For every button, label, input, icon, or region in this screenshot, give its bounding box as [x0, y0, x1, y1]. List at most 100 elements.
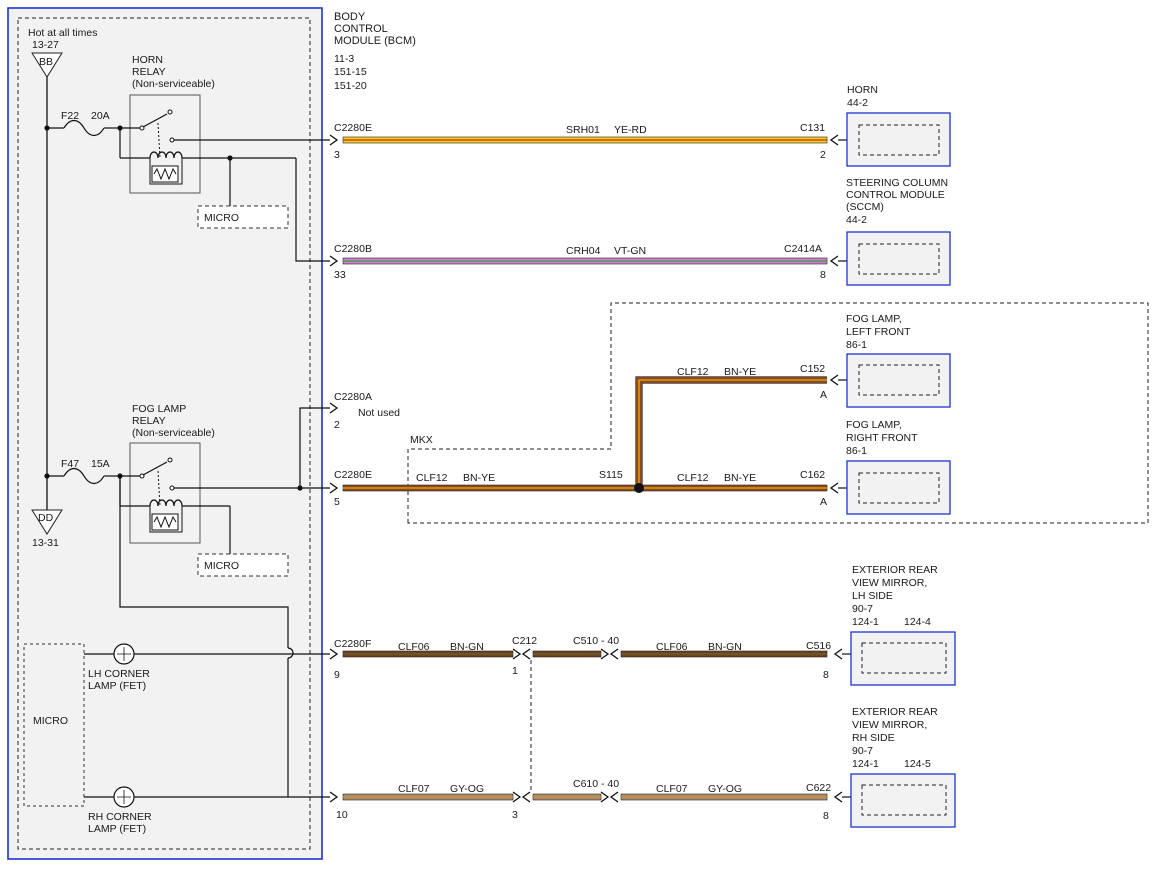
lh-mirror-bcm-pin: 9 [334, 669, 340, 681]
fog-rf-component-inner [858, 472, 940, 504]
horn-bcm-connector: C2280E [334, 122, 372, 134]
lh-mirror-wire-color: BN-GN [450, 641, 484, 653]
connector-arrow [329, 791, 339, 803]
sccm-ref: 44-2 [846, 214, 867, 226]
connector-arrow [329, 482, 339, 494]
splice-s115-dot [634, 483, 644, 493]
rh-mirror-circuit: CLF07 [398, 783, 430, 795]
fog-bcm-pin: 5 [334, 496, 340, 508]
fog-rf-title-2: RIGHT FRONT [846, 432, 918, 444]
lh-mirror-title-1: EXTERIOR REAR [852, 564, 938, 576]
fog-relay-switch-blade [142, 461, 168, 476]
horn-dest-connector: C131 [800, 122, 825, 134]
bottom-bus-ref: 13-31 [32, 537, 59, 549]
corner-lamp-feed-wire [119, 476, 289, 648]
horn-relay-box [129, 94, 201, 194]
fog-main-wire-color: BN-YE [463, 472, 495, 484]
rh-lamp-label-2: LAMP (FET) [88, 823, 146, 835]
lh-mirror-title-2: VIEW MIRROR, [852, 577, 927, 589]
connector-arrow [829, 374, 839, 386]
connector-arrow [521, 648, 531, 660]
bus-dd-triangle [31, 509, 63, 535]
connector-arrow [833, 791, 843, 803]
lh-mirror-wire-color2: BN-GN [708, 641, 742, 653]
connector-arrow [521, 791, 531, 803]
module-title-3: MODULE (BCM) [334, 35, 416, 47]
hot-at-all-times-label: Hot at all times [28, 27, 97, 39]
not-used-connector: C2280A [334, 391, 372, 403]
fuse-f22-rating: 20A [91, 110, 110, 122]
junction-dot [169, 137, 175, 143]
sccm-dest-connector: C2414A [784, 243, 822, 255]
fog-bcm-connector: C2280E [334, 469, 372, 481]
fog-relay-title-2: RELAY [132, 415, 166, 427]
lh-mirror-dest-pin: 8 [823, 669, 829, 681]
bcm-module-inner-border [17, 17, 311, 850]
horn-relay-resistor-zigzag [153, 167, 177, 181]
fog-main-circuit: CLF12 [416, 472, 448, 484]
fog-lf-component [846, 353, 951, 408]
sccm-title-3: (SCCM) [846, 201, 884, 213]
fog-rf-circuit: CLF12 [677, 472, 709, 484]
junction-dot [169, 485, 175, 491]
sccm-title-1: STEERING COLUMN [846, 177, 948, 189]
lh-mirror-circuit: CLF06 [398, 641, 430, 653]
bus-bb-label: BB [39, 56, 53, 68]
lh-mirror-circuit2: CLF06 [656, 641, 688, 653]
fog-lf-circuit: CLF12 [677, 366, 709, 378]
rh-mirror-dest-pin: 8 [823, 810, 829, 822]
not-used-wire [299, 407, 330, 488]
sccm-circuit: CRH04 [566, 245, 601, 257]
lh-corner-lamp-filament [117, 647, 131, 661]
horn-component-inner [858, 124, 940, 156]
not-used-pin: 2 [334, 419, 340, 431]
module-ref-1: 11-3 [334, 53, 354, 65]
connector-arrow [833, 648, 843, 660]
bcm-module-box [7, 7, 323, 860]
fuse-f47-name: F47 [61, 458, 79, 470]
bus-bb-triangle [31, 52, 63, 78]
fog-relay-title-1: FOG LAMP [132, 403, 186, 415]
fog-lf-component-inner [858, 364, 940, 396]
fog-rf-ref: 86-1 [846, 445, 867, 457]
rh-mirror-dest-connector: C622 [806, 782, 831, 794]
horn-micro-box [197, 205, 289, 229]
mkx-label: MKX [410, 434, 433, 446]
lh-mirror-component [850, 631, 956, 686]
connector-arrow [829, 482, 839, 494]
module-title-2: CONTROL [334, 23, 388, 35]
fog-rf-wire-color: BN-YE [724, 472, 756, 484]
mkx-option-region [407, 302, 1149, 524]
sccm-feed-wire [295, 158, 330, 262]
rh-mirror-title-1: EXTERIOR REAR [852, 706, 938, 718]
horn-micro-label: MICRO [204, 212, 239, 224]
junction-dot [167, 109, 173, 115]
corner-lamp-feed-hop [287, 647, 294, 659]
fog-relay-resistor-zigzag [153, 515, 177, 529]
sccm-dest-pin: 8 [820, 269, 826, 281]
rh-mirror-inline-pin: 3 [512, 809, 518, 821]
lamp-micro-box [23, 643, 85, 807]
connector-arrow [609, 648, 619, 660]
fuse-f47-symbol [63, 467, 105, 485]
connector-arrow [512, 791, 522, 803]
rh-mirror-circuit2: CLF07 [656, 783, 688, 795]
connector-arrow [512, 648, 522, 660]
rh-lamp-label-1: RH CORNER [88, 811, 152, 823]
top-bus-ref: 13-27 [32, 39, 59, 51]
connector-arrow [329, 648, 339, 660]
lh-mirror-bcm-connector: C2280F [334, 638, 371, 650]
horn-wire-color: YE-RD [614, 124, 647, 136]
module-ref-2: 151-15 [334, 66, 367, 78]
fog-rf-dest-connector: C162 [800, 469, 825, 481]
rh-mirror-title-3: RH SIDE [852, 732, 895, 744]
rh-mirror-title-2: VIEW MIRROR, [852, 719, 927, 731]
fog-relay-title-3: (Non-serviceable) [132, 427, 215, 439]
fog-lf-title-1: FOG LAMP, [846, 313, 902, 325]
module-title-1: BODY [334, 11, 366, 23]
fuse-f47-rating: 15A [91, 458, 110, 470]
fog-lf-dest-connector: C152 [800, 363, 825, 375]
horn-relay-coil [149, 151, 183, 159]
fog-relay-box [129, 442, 201, 544]
